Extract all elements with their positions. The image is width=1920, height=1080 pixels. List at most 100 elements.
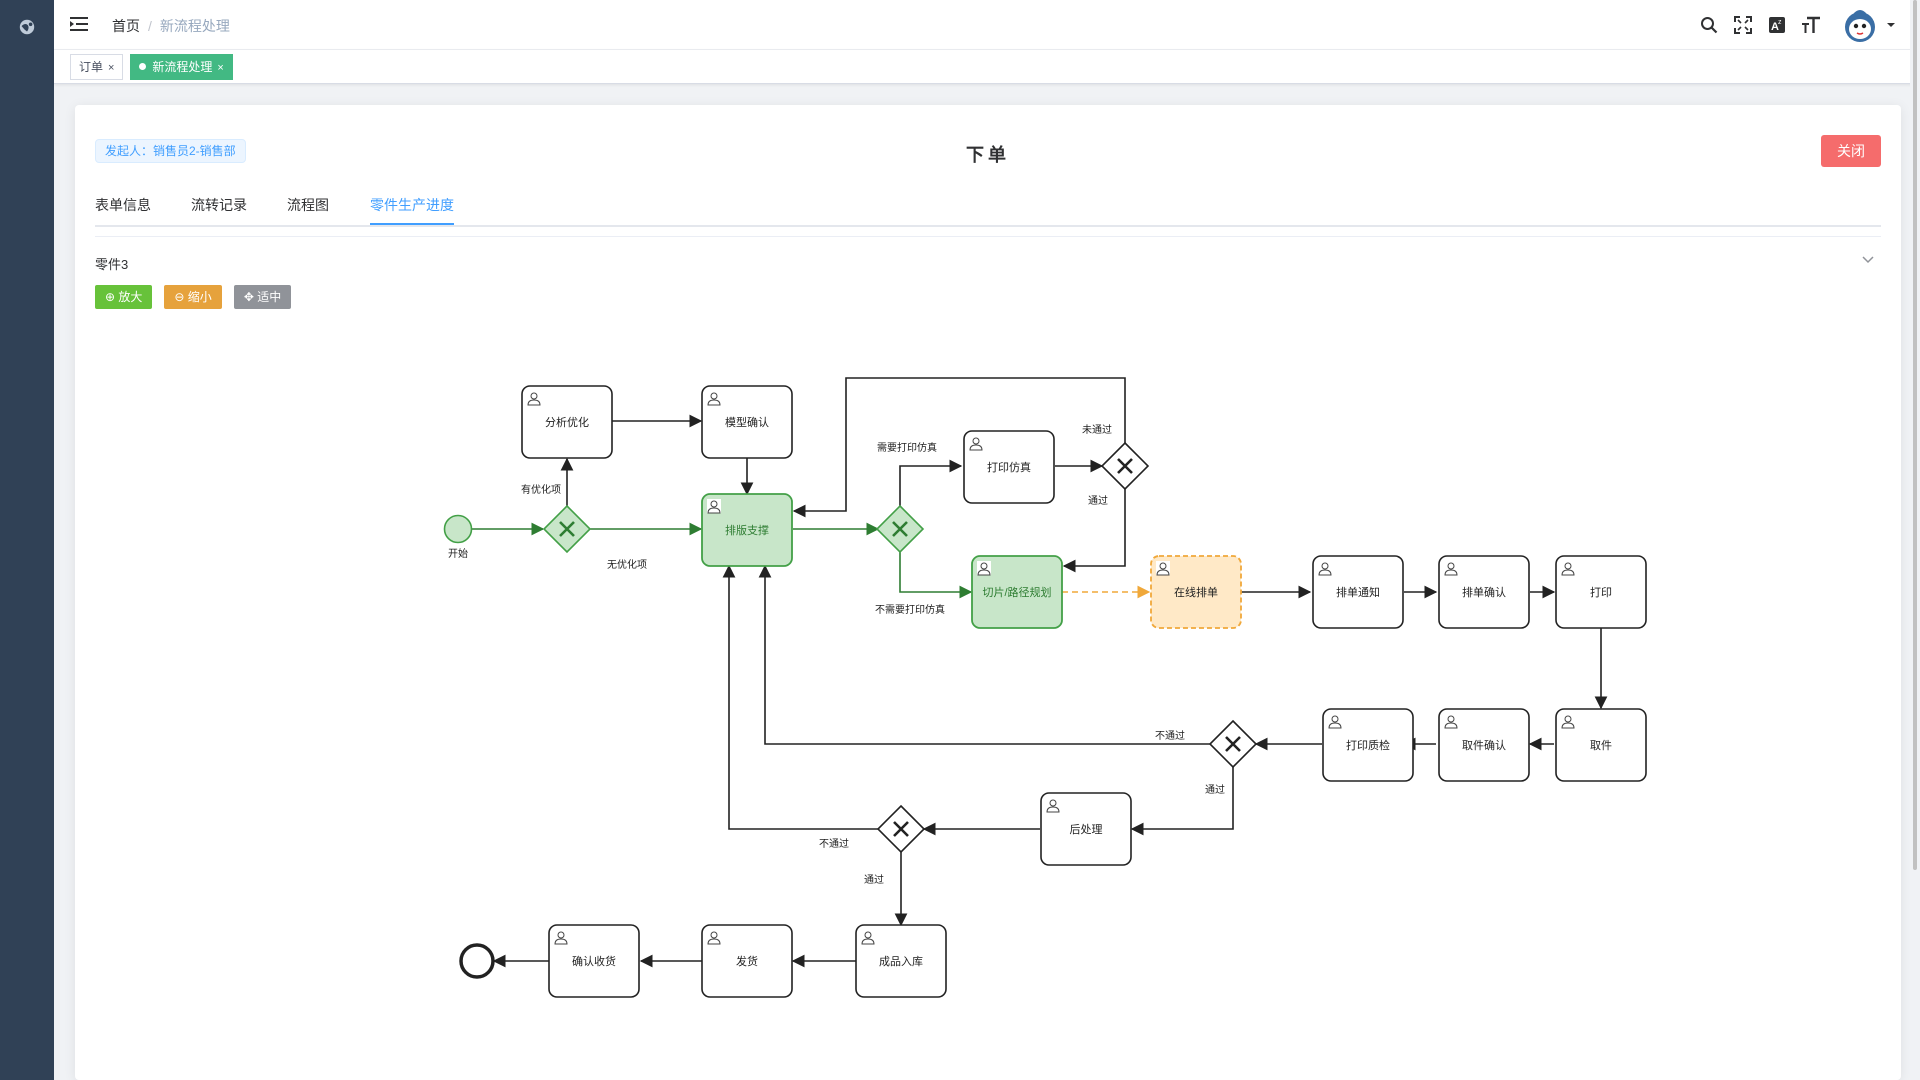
gateway-qc-result[interactable] — [1208, 719, 1258, 769]
task-slicing-path[interactable]: 切片/路径规划 — [971, 555, 1063, 629]
breadcrumb-home[interactable]: 首页 — [112, 18, 140, 34]
close-button[interactable]: 关闭 — [1821, 135, 1881, 167]
task-pickup-confirm[interactable]: 取件确认 — [1438, 708, 1530, 782]
svg-text:z: z — [1778, 19, 1782, 26]
tag-label: 订单 — [79, 60, 104, 74]
close-icon[interactable]: × — [217, 62, 224, 74]
scrollbar[interactable] — [1910, 0, 1920, 1080]
task-label: 成品入库 — [879, 955, 923, 968]
zoom-in-button[interactable]: ⊕ 放大 — [95, 285, 153, 309]
zoom-out-icon: ⊖ — [174, 290, 188, 304]
zoom-buttons: ⊕ 放大 ⊖ 缩小 ✥ 适中 — [95, 285, 292, 309]
font-size-icon[interactable] — [1794, 0, 1828, 50]
task-label: 分析优化 — [545, 415, 589, 429]
logo-icon[interactable] — [18, 18, 36, 36]
tabs: 表单信息 流转记录 流程图 零件生产进度 — [95, 185, 1881, 227]
scrollbar-thumb[interactable] — [1913, 0, 1917, 870]
caret-down-icon[interactable] — [1886, 20, 1896, 30]
task-label: 确认收货 — [572, 954, 616, 968]
avatar[interactable] — [1840, 5, 1880, 45]
gateway-sim-result[interactable] — [1100, 441, 1150, 491]
flow-label: 通过 — [1205, 783, 1225, 796]
tags-view: 订单 × 新流程处理 × — [54, 50, 1920, 84]
flow-label: 无优化项 — [607, 558, 647, 571]
flow-sim-fail — [792, 377, 1126, 518]
tab-form-info[interactable]: 表单信息 — [95, 197, 151, 213]
task-label: 取件确认 — [1462, 739, 1506, 752]
divider — [95, 236, 1881, 237]
fullscreen-icon[interactable] — [1726, 0, 1760, 50]
flow-label: 未通过 — [1082, 423, 1112, 436]
start-event[interactable] — [443, 514, 473, 544]
flow-qc-fail — [758, 564, 1210, 745]
flow-label: 通过 — [1088, 494, 1108, 507]
zoom-in-label: 放大 — [118, 290, 143, 304]
task-label: 切片/路径规划 — [982, 585, 1051, 599]
flow-labels: 有优化项 无优化项 需要打印仿真 不需要打印仿真 未通过 通过 不通过 通过 不… — [521, 423, 1225, 886]
task-analyze-optimize[interactable]: 分析优化 — [521, 385, 613, 459]
tag-label: 新流程处理 — [152, 60, 213, 74]
zoom-out-label: 缩小 — [187, 290, 212, 304]
flow-qc-pass — [1130, 767, 1234, 836]
tab-flow-records[interactable]: 流转记录 — [191, 197, 247, 213]
tag-new-process[interactable]: 新流程处理 × — [130, 54, 233, 80]
tab-part-progress[interactable]: 零件生产进度 — [370, 185, 454, 225]
start-label: 开始 — [448, 547, 468, 560]
tag-order[interactable]: 订单 × — [70, 54, 124, 80]
chevron-down-icon[interactable] — [1861, 252, 1875, 266]
task-print[interactable]: 打印 — [1555, 555, 1647, 629]
hamburger-icon[interactable] — [70, 15, 88, 33]
task-schedule-notify[interactable]: 排单通知 — [1312, 555, 1404, 629]
sequence-flows — [492, 377, 1608, 968]
flow-sim-pass — [1062, 489, 1126, 573]
end-event[interactable] — [459, 943, 495, 979]
task-label: 模型确认 — [725, 415, 769, 429]
task-layout-support[interactable]: 排版支撑 — [701, 493, 793, 567]
task-label: 发货 — [736, 954, 758, 968]
task-print-qc[interactable]: 打印质检 — [1322, 708, 1414, 782]
flow-label: 需要打印仿真 — [877, 441, 937, 454]
zoom-out-button[interactable]: ⊖ 缩小 — [164, 285, 222, 309]
task-label: 打印质检 — [1346, 738, 1390, 752]
move-icon: ✥ — [243, 290, 258, 304]
task-label: 在线排单 — [1174, 585, 1218, 599]
task-label: 取件 — [1590, 739, 1612, 752]
breadcrumb-current: 新流程处理 — [159, 18, 230, 34]
completed-flows — [472, 522, 973, 599]
task-ship[interactable]: 发货 — [701, 924, 793, 998]
task-schedule-confirm[interactable]: 排单确认 — [1438, 555, 1530, 629]
close-icon[interactable]: × — [108, 62, 115, 74]
flow-label: 不通过 — [1155, 729, 1185, 742]
task-label: 排单通知 — [1336, 585, 1380, 599]
flow-to-print-sim — [899, 459, 963, 509]
task-pickup[interactable]: 取件 — [1555, 708, 1647, 782]
task-label: 后处理 — [1070, 823, 1103, 836]
gateway-post-result[interactable] — [876, 804, 926, 854]
sidebar — [0, 0, 54, 1080]
task-label: 打印仿真 — [987, 460, 1031, 474]
initiator-badge: 发起人：销售员2-销售部 — [95, 139, 246, 163]
task-label: 打印 — [1590, 585, 1612, 599]
task-post-processing[interactable]: 后处理 — [1040, 792, 1132, 866]
tab-flow-chart[interactable]: 流程图 — [287, 197, 329, 213]
gateway-simulate[interactable] — [875, 504, 925, 554]
task-label: 排版支撑 — [725, 523, 769, 537]
search-icon[interactable] — [1692, 0, 1726, 50]
breadcrumb: 首页 / 新流程处理 — [112, 16, 230, 36]
center-button[interactable]: ✥ 适中 — [233, 285, 292, 309]
task-online-scheduling[interactable]: 在线排单 — [1150, 555, 1242, 629]
breadcrumb-separator: / — [148, 18, 152, 34]
task-warehouse-in[interactable]: 成品入库 — [855, 924, 947, 998]
task-print-simulation[interactable]: 打印仿真 — [963, 430, 1055, 504]
flow-label: 有优化项 — [521, 483, 561, 496]
task-model-confirm[interactable]: 模型确认 — [701, 385, 793, 459]
center-label: 适中 — [257, 290, 282, 304]
flow-label: 通过 — [864, 873, 884, 886]
task-confirm-receipt[interactable]: 确认收货 — [548, 924, 640, 998]
gateway-optimize[interactable] — [542, 504, 592, 554]
task-label: 排单确认 — [1462, 585, 1506, 599]
